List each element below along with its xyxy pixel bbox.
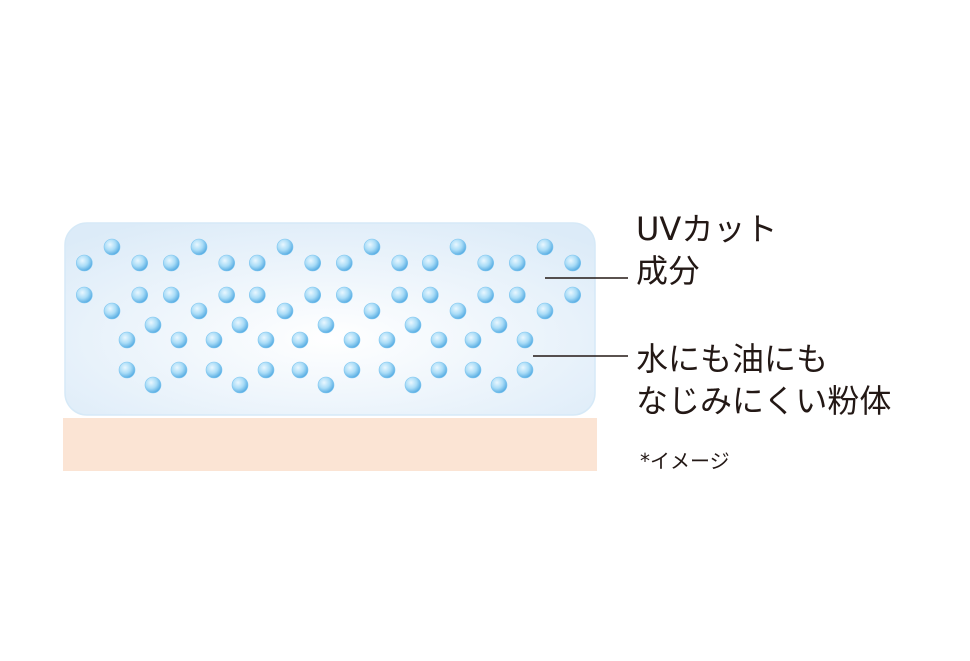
light-blue-bead-icon <box>76 254 93 272</box>
light-blue-bead-icon <box>231 316 249 334</box>
light-blue-bead-icon <box>103 238 121 256</box>
light-blue-bead-icon <box>449 302 467 320</box>
light-blue-bead-icon <box>335 254 353 272</box>
light-blue-bead-icon <box>378 361 396 379</box>
light-blue-bead-icon <box>163 286 180 304</box>
light-blue-bead-icon <box>378 331 396 349</box>
light-blue-bead-icon <box>304 254 322 272</box>
hexagonal-ring-icon <box>421 238 495 320</box>
light-blue-bead-icon <box>477 254 495 272</box>
light-blue-bead-icon <box>76 286 93 304</box>
light-blue-bead-icon <box>391 254 409 272</box>
hexagonal-ring-icon <box>118 316 188 394</box>
light-blue-bead-icon <box>291 331 309 349</box>
image-note: *イメージ <box>640 449 730 473</box>
light-blue-bead-icon <box>205 331 223 349</box>
light-blue-bead-icon <box>304 286 322 304</box>
hexagonal-ring-icon <box>248 238 322 320</box>
light-blue-bead-icon <box>170 361 188 379</box>
powder-label-line-1: 水にも油にも <box>636 340 829 378</box>
light-blue-bead-icon <box>343 361 361 379</box>
light-blue-bead-icon <box>464 361 482 379</box>
light-blue-bead-icon <box>118 361 136 379</box>
light-blue-bead-icon <box>248 254 266 272</box>
light-blue-bead-icon <box>477 286 495 304</box>
light-blue-bead-icon <box>335 286 353 304</box>
light-blue-bead-icon <box>536 238 554 256</box>
light-blue-bead-icon <box>508 254 526 272</box>
light-blue-bead-icon <box>490 376 508 394</box>
skin-layer <box>63 418 597 471</box>
light-blue-bead-icon <box>231 376 249 394</box>
light-blue-bead-icon <box>131 254 148 272</box>
light-blue-bead-icon <box>490 316 508 334</box>
hexagonal-ring-icon <box>76 238 148 320</box>
light-blue-bead-icon <box>421 286 439 304</box>
powder-label-line-2: なじみにくい粉体 <box>636 382 892 420</box>
light-blue-bead-icon <box>291 361 309 379</box>
hexagonal-ring-icon <box>464 316 534 394</box>
uv-cut-label: UVカット 成分 <box>636 208 777 292</box>
light-blue-bead-icon <box>516 361 534 379</box>
hexagonal-ring-icon <box>508 238 582 320</box>
light-blue-bead-icon <box>276 302 294 320</box>
hexagonal-ring-icon <box>378 316 448 394</box>
light-blue-bead-icon <box>103 302 121 320</box>
light-blue-bead-icon <box>464 331 482 349</box>
light-blue-bead-icon <box>564 254 582 272</box>
light-blue-bead-icon <box>564 286 582 304</box>
hexagonal-ring-icon <box>335 238 409 320</box>
light-blue-bead-icon <box>276 238 294 256</box>
light-blue-bead-icon <box>343 331 361 349</box>
light-blue-bead-icon <box>163 254 180 272</box>
light-blue-bead-icon <box>317 316 335 334</box>
light-blue-bead-icon <box>218 254 235 272</box>
hexagonal-ring-icon <box>163 238 235 320</box>
light-blue-bead-icon <box>516 331 534 349</box>
light-blue-bead-icon <box>391 286 409 304</box>
powder-label: 水にも油にも なじみにくい粉体 <box>636 338 891 422</box>
light-blue-bead-icon <box>421 254 439 272</box>
uv-cut-label-line-1: UVカット <box>636 210 778 248</box>
particle-layer <box>76 238 582 394</box>
light-blue-bead-icon <box>404 316 422 334</box>
light-blue-bead-icon <box>363 302 381 320</box>
light-blue-bead-icon <box>118 331 136 349</box>
light-blue-bead-icon <box>190 302 208 320</box>
light-blue-bead-icon <box>430 361 448 379</box>
light-blue-bead-icon <box>257 331 275 349</box>
hexagonal-ring-icon <box>205 316 275 394</box>
light-blue-bead-icon <box>363 238 381 256</box>
light-blue-bead-icon <box>131 286 148 304</box>
uv-cut-label-line-2: 成分 <box>636 252 701 290</box>
light-blue-bead-icon <box>317 376 335 394</box>
light-blue-bead-icon <box>144 376 162 394</box>
light-blue-bead-icon <box>536 302 554 320</box>
light-blue-bead-icon <box>404 376 422 394</box>
light-blue-bead-icon <box>248 286 266 304</box>
hexagonal-ring-icon <box>291 316 361 394</box>
light-blue-bead-icon <box>218 286 235 304</box>
light-blue-bead-icon <box>508 286 526 304</box>
light-blue-bead-icon <box>205 361 223 379</box>
light-blue-bead-icon <box>144 316 162 334</box>
light-blue-bead-icon <box>257 361 275 379</box>
light-blue-bead-icon <box>170 331 188 349</box>
light-blue-bead-icon <box>190 238 208 256</box>
light-blue-bead-icon <box>449 238 467 256</box>
light-blue-bead-icon <box>430 331 448 349</box>
